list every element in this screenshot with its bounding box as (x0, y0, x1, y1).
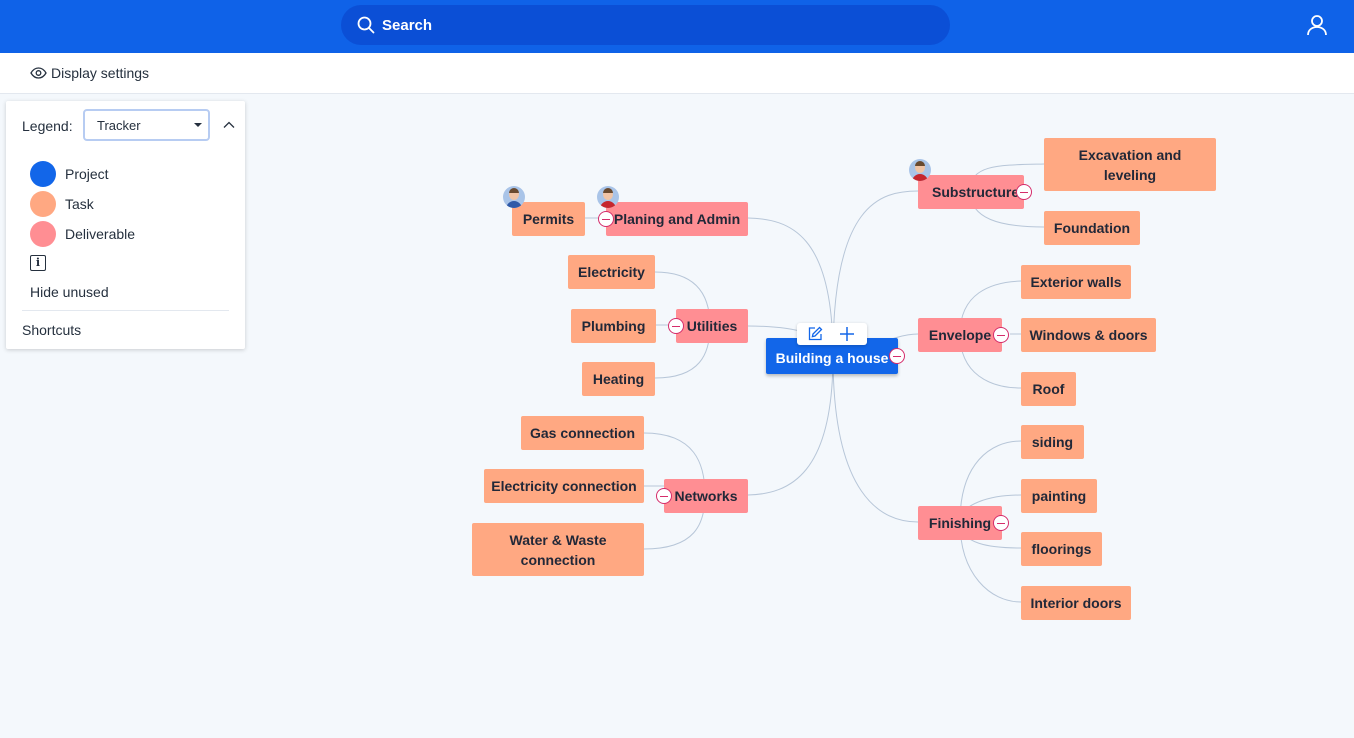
user-icon[interactable] (1305, 13, 1329, 37)
task-roof[interactable]: Roof (1021, 372, 1076, 406)
legend-label: Legend: (22, 118, 73, 134)
assignee-avatar[interactable] (909, 159, 931, 181)
node-toolbar (797, 323, 867, 345)
task-permits[interactable]: Permits (512, 202, 585, 236)
collapse-utilities-button[interactable] (668, 318, 684, 334)
mindmap-canvas[interactable]: Building a house Planing and Admin Permi… (0, 94, 1354, 738)
search-label: Search (382, 16, 433, 34)
assignee-avatar[interactable] (503, 186, 525, 208)
collapse-root-button[interactable] (889, 348, 905, 364)
node-label: siding (1031, 434, 1074, 450)
task-exterior-walls[interactable]: Exterior walls (1021, 265, 1131, 299)
node-label: painting (1031, 488, 1087, 504)
task-gas-connection[interactable]: Gas connection (521, 416, 644, 450)
deliverable-envelope[interactable]: Envelope (918, 318, 1002, 352)
search-bar[interactable]: Search (341, 5, 950, 45)
node-label: Plumbing (581, 318, 646, 334)
deliverable-utilities[interactable]: Utilities (676, 309, 748, 343)
task-water-waste-connection[interactable]: Water & Waste connection (472, 523, 644, 576)
legend-item-label: Task (65, 196, 94, 212)
chevron-down-icon (194, 123, 202, 127)
node-label: Finishing (928, 515, 992, 531)
legend-swatch (30, 161, 56, 187)
shortcuts-link[interactable]: Shortcuts (22, 322, 82, 338)
legend-item-label: Project (65, 166, 109, 182)
info-icon[interactable]: i (30, 255, 46, 271)
task-interior-doors[interactable]: Interior doors (1021, 586, 1131, 620)
node-label: Interior doors (1030, 595, 1122, 611)
display-settings-label: Display settings (51, 65, 150, 81)
legend-select-value: Tracker (97, 118, 141, 133)
task-electricity-connection[interactable]: Electricity connection (484, 469, 644, 503)
node-label: Water & Waste connection (509, 531, 607, 568)
node-label: Permits (522, 211, 575, 227)
node-label: Windows & doors (1029, 327, 1148, 343)
legend-swatch (30, 191, 56, 217)
task-electricity[interactable]: Electricity (568, 255, 655, 289)
deliverable-substructure[interactable]: Substructure (918, 175, 1024, 209)
collapse-finishing-button[interactable] (993, 515, 1009, 531)
legend-item-task: Task (30, 191, 94, 217)
edit-icon[interactable] (807, 326, 823, 342)
legend-panel: Legend: Tracker Project Task Deliverable… (6, 101, 245, 349)
legend-select[interactable]: Tracker (83, 109, 210, 141)
node-label: Electricity connection (491, 478, 637, 494)
eye-icon (30, 67, 47, 79)
deliverable-planning-admin[interactable]: Planing and Admin (606, 202, 748, 236)
node-label: Exterior walls (1030, 274, 1122, 290)
legend-swatch (30, 221, 56, 247)
collapse-substructure-button[interactable] (1016, 184, 1032, 200)
display-settings-button[interactable]: Display settings (30, 65, 149, 81)
node-label: Gas connection (529, 425, 636, 441)
node-label: Networks (674, 488, 738, 504)
view-toolbar: Display settings (0, 53, 1354, 94)
node-label: Planing and Admin (613, 211, 741, 227)
node-label: Foundation (1053, 220, 1131, 236)
collapse-networks-button[interactable] (656, 488, 672, 504)
node-label: Roof (1032, 381, 1065, 397)
divider (22, 310, 229, 311)
search-icon (357, 16, 375, 34)
task-windows-doors[interactable]: Windows & doors (1021, 318, 1156, 352)
task-floorings[interactable]: floorings (1021, 532, 1102, 566)
hide-unused-toggle[interactable]: Hide unused (30, 284, 109, 300)
node-label: Excavation and leveling (1078, 146, 1182, 183)
collapse-planning-button[interactable] (598, 211, 614, 227)
deliverable-networks[interactable]: Networks (664, 479, 748, 513)
node-label: Heating (592, 371, 645, 387)
node-label: Utilities (686, 318, 738, 334)
legend-item-deliverable: Deliverable (30, 221, 135, 247)
task-foundation[interactable]: Foundation (1044, 211, 1140, 245)
root-node-label: Building a house (775, 349, 889, 366)
task-plumbing[interactable]: Plumbing (571, 309, 656, 343)
task-excavation-leveling[interactable]: Excavation and leveling (1044, 138, 1216, 191)
node-label: floorings (1031, 541, 1092, 557)
task-siding[interactable]: siding (1021, 425, 1084, 459)
node-label: Substructure (932, 184, 1020, 200)
deliverable-finishing[interactable]: Finishing (918, 506, 1002, 540)
collapse-envelope-button[interactable] (993, 327, 1009, 343)
legend-item-label: Deliverable (65, 226, 136, 242)
add-icon[interactable] (839, 326, 855, 342)
assignee-avatar[interactable] (597, 186, 619, 208)
chevron-up-icon[interactable] (221, 117, 237, 133)
legend-item-project: Project (30, 161, 109, 187)
task-painting[interactable]: painting (1021, 479, 1097, 513)
top-bar: Search (0, 0, 1354, 53)
task-heating[interactable]: Heating (582, 362, 655, 396)
node-label: Electricity (578, 264, 645, 280)
node-label: Envelope (928, 327, 992, 343)
